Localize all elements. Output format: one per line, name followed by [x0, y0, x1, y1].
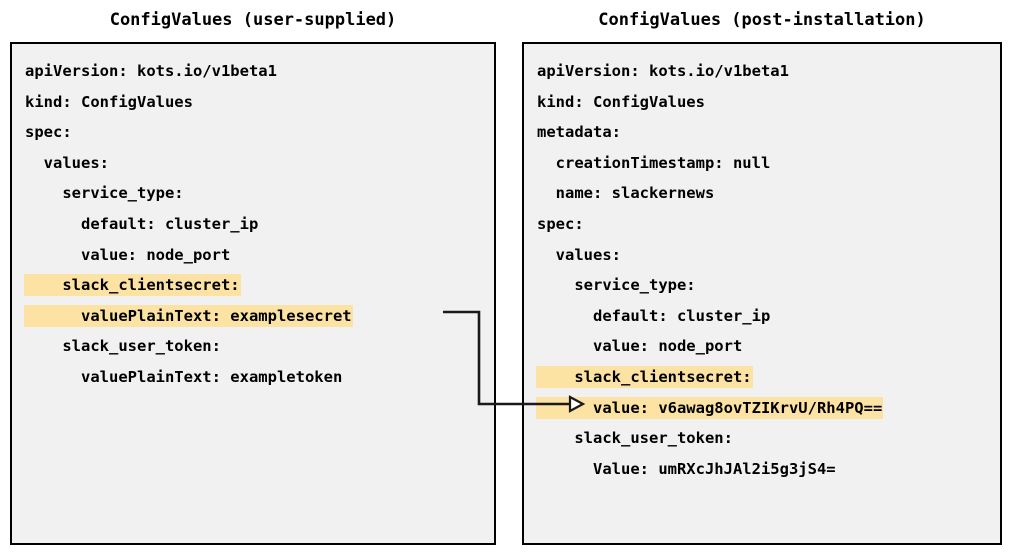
yaml-line-text: service_type:: [25, 184, 184, 203]
yaml-line: values:: [524, 240, 1000, 271]
yaml-line: kind: ConfigValues: [524, 87, 1000, 118]
yaml-line-text: creationTimestamp: null: [537, 153, 771, 172]
left-panel-title: ConfigValues (user-supplied): [109, 10, 397, 30]
yaml-line-text: service_type:: [537, 276, 696, 295]
yaml-line: service_type:: [12, 178, 494, 209]
right-yaml-body: apiVersion: kots.io/v1beta1 kind: ConfigV…: [524, 44, 1000, 543]
yaml-line-text: Value: umRXcJhJAl2i5g3jS4=: [537, 459, 836, 478]
right-yaml-panel: apiVersion: kots.io/v1beta1 kind: ConfigV…: [522, 42, 1002, 545]
yaml-line: creationTimestamp: null: [524, 148, 1000, 179]
yaml-line-text: kind: ConfigValues: [537, 92, 705, 111]
yaml-line: metadata:: [524, 117, 1000, 148]
yaml-line-text: name: slackernews: [537, 184, 715, 203]
yaml-line-text: default: cluster_ip: [537, 306, 771, 325]
yaml-line-text: apiVersion: kots.io/v1beta1: [25, 62, 277, 80]
yaml-line: values:: [12, 148, 494, 179]
yaml-line-text: value: v6awag8ovTZIKrvU/Rh4PQ==: [536, 396, 884, 419]
yaml-line-text: valuePlainText: examplesecret: [24, 304, 353, 327]
yaml-line-text: valuePlainText: exampletoken: [25, 367, 343, 386]
yaml-line: slack_user_token:: [12, 331, 494, 362]
left-yaml-body: apiVersion: kots.io/v1beta1 kind: ConfigV…: [12, 44, 494, 543]
yaml-line: default: cluster_ip: [524, 301, 1000, 332]
yaml-line-highlighted: slack_clientsecret:: [524, 362, 1000, 393]
yaml-line: service_type:: [524, 270, 1000, 301]
yaml-line: kind: ConfigValues: [12, 87, 494, 118]
yaml-line-highlighted: value: v6awag8ovTZIKrvU/Rh4PQ==: [524, 393, 1000, 424]
yaml-line: Value: umRXcJhJAl2i5g3jS4=: [524, 454, 1000, 485]
yaml-line-text: slack_clientsecret:: [536, 365, 753, 388]
yaml-line-text: kind: ConfigValues: [25, 92, 193, 111]
yaml-line-text: apiVersion: kots.io/v1beta1: [537, 62, 789, 80]
yaml-line: value: node_port: [524, 331, 1000, 362]
yaml-line-text: metadata:: [537, 123, 621, 142]
yaml-line: spec:: [12, 117, 494, 148]
yaml-line: name: slackernews: [524, 178, 1000, 209]
yaml-line-text: values:: [537, 245, 621, 264]
yaml-line-text: spec:: [25, 123, 72, 142]
yaml-line: valuePlainText: exampletoken: [12, 362, 494, 393]
left-yaml-panel: apiVersion: kots.io/v1beta1 kind: ConfigV…: [10, 42, 496, 545]
yaml-line-text: spec:: [537, 214, 584, 233]
yaml-line-text: slack_user_token:: [537, 429, 733, 448]
right-panel-title: ConfigValues (post-installation): [598, 10, 926, 30]
yaml-line: slack_user_token:: [524, 423, 1000, 454]
yaml-line-text: value: node_port: [25, 245, 231, 264]
yaml-line: value: node_port: [12, 240, 494, 271]
yaml-line-text: value: node_port: [537, 337, 743, 356]
yaml-line: apiVersion: kots.io/v1beta1: [12, 56, 494, 87]
yaml-line: default: cluster_ip: [12, 209, 494, 240]
yaml-line-text: default: cluster_ip: [25, 214, 259, 233]
yaml-line: apiVersion: kots.io/v1beta1: [524, 56, 1000, 87]
yaml-line-text: slack_user_token:: [25, 337, 221, 356]
yaml-line-text: values:: [25, 153, 109, 172]
yaml-line-text: slack_clientsecret:: [24, 274, 241, 297]
yaml-line: spec:: [524, 209, 1000, 240]
yaml-line-highlighted: valuePlainText: examplesecret: [12, 301, 494, 332]
yaml-line-highlighted: slack_clientsecret:: [12, 270, 494, 301]
